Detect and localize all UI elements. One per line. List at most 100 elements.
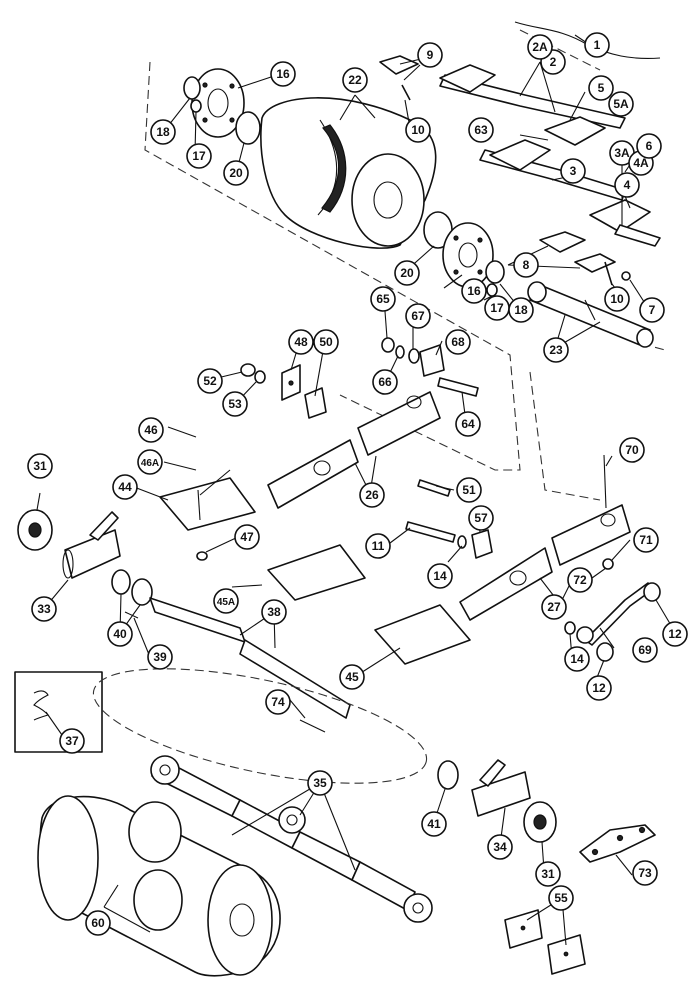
callout-number: 26	[365, 488, 379, 502]
callout-circle	[535, 861, 561, 887]
cotter-pin-10-lower	[604, 261, 613, 286]
callout-14: 14	[564, 646, 590, 672]
callout-circle	[27, 453, 53, 479]
eye-bolt-69	[584, 582, 653, 646]
callout-number: 48	[294, 335, 308, 349]
callout-number: 5A	[613, 97, 629, 111]
bolt-11	[405, 521, 456, 543]
callout-10: 10	[604, 286, 630, 312]
drum-60-left-rim	[37, 795, 99, 921]
callout-number: 12	[668, 627, 682, 641]
sprocket-left	[150, 755, 180, 785]
sprocket-middle	[278, 806, 306, 834]
callout-circle	[265, 689, 291, 715]
callout-number: 39	[153, 650, 167, 664]
tube-33-arm	[89, 511, 119, 541]
callout-circle	[567, 567, 593, 593]
callout-number: 57	[474, 511, 488, 525]
callout-number: 47	[240, 530, 254, 544]
callout-46a: 46A	[137, 449, 163, 475]
callout-number: 11	[372, 539, 385, 553]
callout-circle	[564, 646, 590, 672]
screw-46	[197, 489, 201, 521]
connector-link-8a	[539, 231, 586, 253]
callout-number: 73	[638, 866, 652, 880]
callout-circle	[261, 599, 287, 625]
callout-number: 14	[433, 569, 447, 583]
shaft-23	[527, 281, 654, 348]
callout-circle	[31, 596, 57, 622]
callout-circle	[405, 117, 431, 143]
callout-circle	[222, 391, 248, 417]
callout-circle	[85, 910, 111, 936]
callout-number: 2	[550, 55, 557, 69]
callout-number: 3A	[614, 146, 630, 160]
left-idler	[17, 509, 153, 619]
callout-53: 53	[222, 391, 248, 417]
callout-16: 16	[461, 278, 487, 304]
callout-65: 65	[370, 286, 396, 312]
callout-3: 3	[560, 158, 586, 184]
callout-number: 4	[624, 178, 631, 192]
beam-38-right	[239, 639, 351, 719]
callout-number: 6	[646, 139, 653, 153]
callout-circle	[468, 117, 494, 143]
callout-47: 47	[234, 524, 260, 550]
callout-circle	[405, 303, 431, 329]
chain-73-link	[579, 824, 656, 863]
callout-14: 14	[427, 563, 453, 589]
callout-circle	[584, 32, 610, 58]
callout-circle	[339, 664, 365, 690]
callout-circle	[213, 588, 239, 614]
callout-circle	[548, 885, 574, 911]
callout-circle	[608, 91, 634, 117]
callout-1: 1	[584, 32, 610, 58]
callout-68: 68	[445, 329, 471, 355]
callout-number: 52	[203, 374, 217, 388]
callout-35: 35	[307, 770, 333, 796]
callout-circle	[487, 834, 513, 860]
callout-circle	[508, 297, 534, 323]
callout-39: 39	[147, 644, 173, 670]
callout-number: 3	[570, 164, 577, 178]
chain-loop	[92, 668, 428, 784]
callout-number: 69	[638, 643, 652, 657]
callout-17: 17	[186, 143, 212, 169]
callout-number: 45A	[217, 597, 235, 608]
drum-end-face	[351, 153, 425, 247]
callout-circle	[234, 524, 260, 550]
cotter-pin-10-upper	[401, 84, 411, 101]
pin-39	[124, 611, 139, 619]
callout-number: 9	[427, 48, 434, 62]
chain-link-lower-left	[489, 139, 551, 171]
callout-45: 45	[339, 664, 365, 690]
drum-60	[37, 795, 281, 977]
callout-circle	[636, 133, 662, 159]
spacer-57	[471, 529, 493, 559]
upper-assembly-boundary	[144, 61, 521, 471]
nut-18-right	[485, 260, 505, 284]
callout-number: 2A	[532, 40, 548, 54]
callout-number: 16	[467, 284, 481, 298]
callout-circle	[614, 172, 640, 198]
callout-41: 41	[421, 811, 447, 837]
nut-7	[621, 271, 631, 281]
drum-seam	[321, 124, 347, 213]
callout-number: 44	[118, 480, 132, 494]
chain-link-upper-mid	[544, 116, 606, 146]
bearing-16-left	[183, 68, 261, 145]
callout-circle	[445, 329, 471, 355]
washer-40a	[111, 569, 131, 595]
callout-circle	[372, 369, 398, 395]
right-assembly-boundary	[529, 371, 601, 501]
callout-7: 7	[639, 297, 665, 323]
callout-27: 27	[541, 594, 567, 620]
callout-number: 4A	[633, 156, 649, 170]
callout-6: 6	[636, 133, 662, 159]
arm-26-right	[357, 391, 441, 456]
pin-74	[299, 719, 326, 733]
callout-5a: 5A	[608, 91, 634, 117]
callout-number: 45	[345, 670, 359, 684]
inset-box-37	[14, 671, 103, 753]
slat-2	[439, 74, 626, 129]
